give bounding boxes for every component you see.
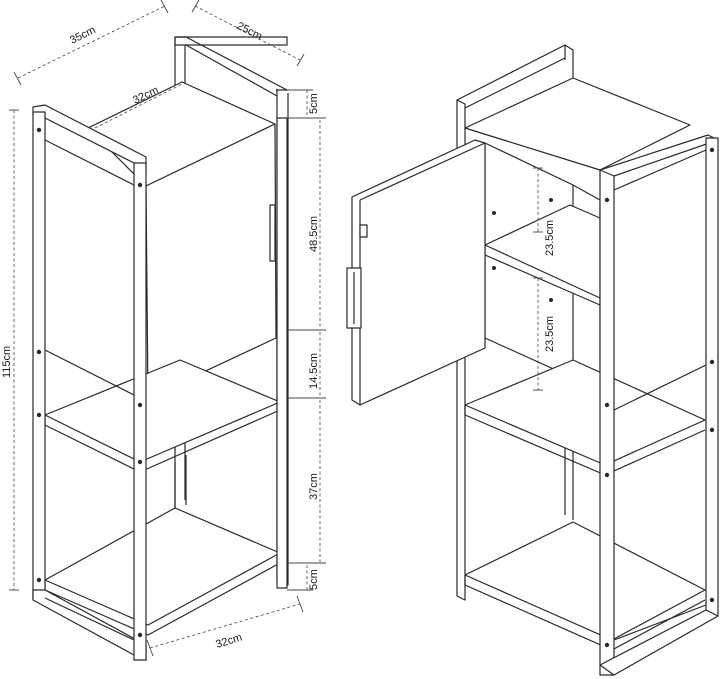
dim-5cm-top: 5cm (308, 93, 320, 114)
right-open-door (346, 139, 486, 406)
dim-48-5cm: 48.5cm (308, 216, 320, 252)
dim-32cm-bottom: 32cm (214, 632, 243, 651)
dim-23-5cm-lower: 23.5cm (544, 316, 556, 352)
right-dimensions: 23.5cm 23.5cm (533, 167, 556, 391)
right-top-panel (464, 77, 691, 171)
door-handle (269, 204, 276, 262)
right-unit (346, 44, 719, 676)
left-middle-shelf (44, 359, 281, 463)
dim-5cm-bottom: 5cm (308, 569, 320, 590)
left-bottom-shelf (44, 507, 281, 626)
right-front-frame (599, 134, 719, 676)
dim-23-5cm-upper: 23.5cm (544, 220, 556, 256)
dim-115cm: 115cm (1, 346, 13, 378)
right-bottom-shelf (464, 521, 706, 641)
right-middle-shelf (464, 359, 706, 466)
dim-35cm: 35cm (68, 24, 97, 47)
left-unit (32, 36, 289, 661)
dim-25cm: 25cm (235, 20, 264, 43)
left-front-frame (32, 104, 147, 661)
dim-37cm: 37cm (308, 473, 320, 500)
dim-14-5cm: 14.5cm (308, 353, 320, 389)
left-cabinet-door (145, 123, 277, 399)
